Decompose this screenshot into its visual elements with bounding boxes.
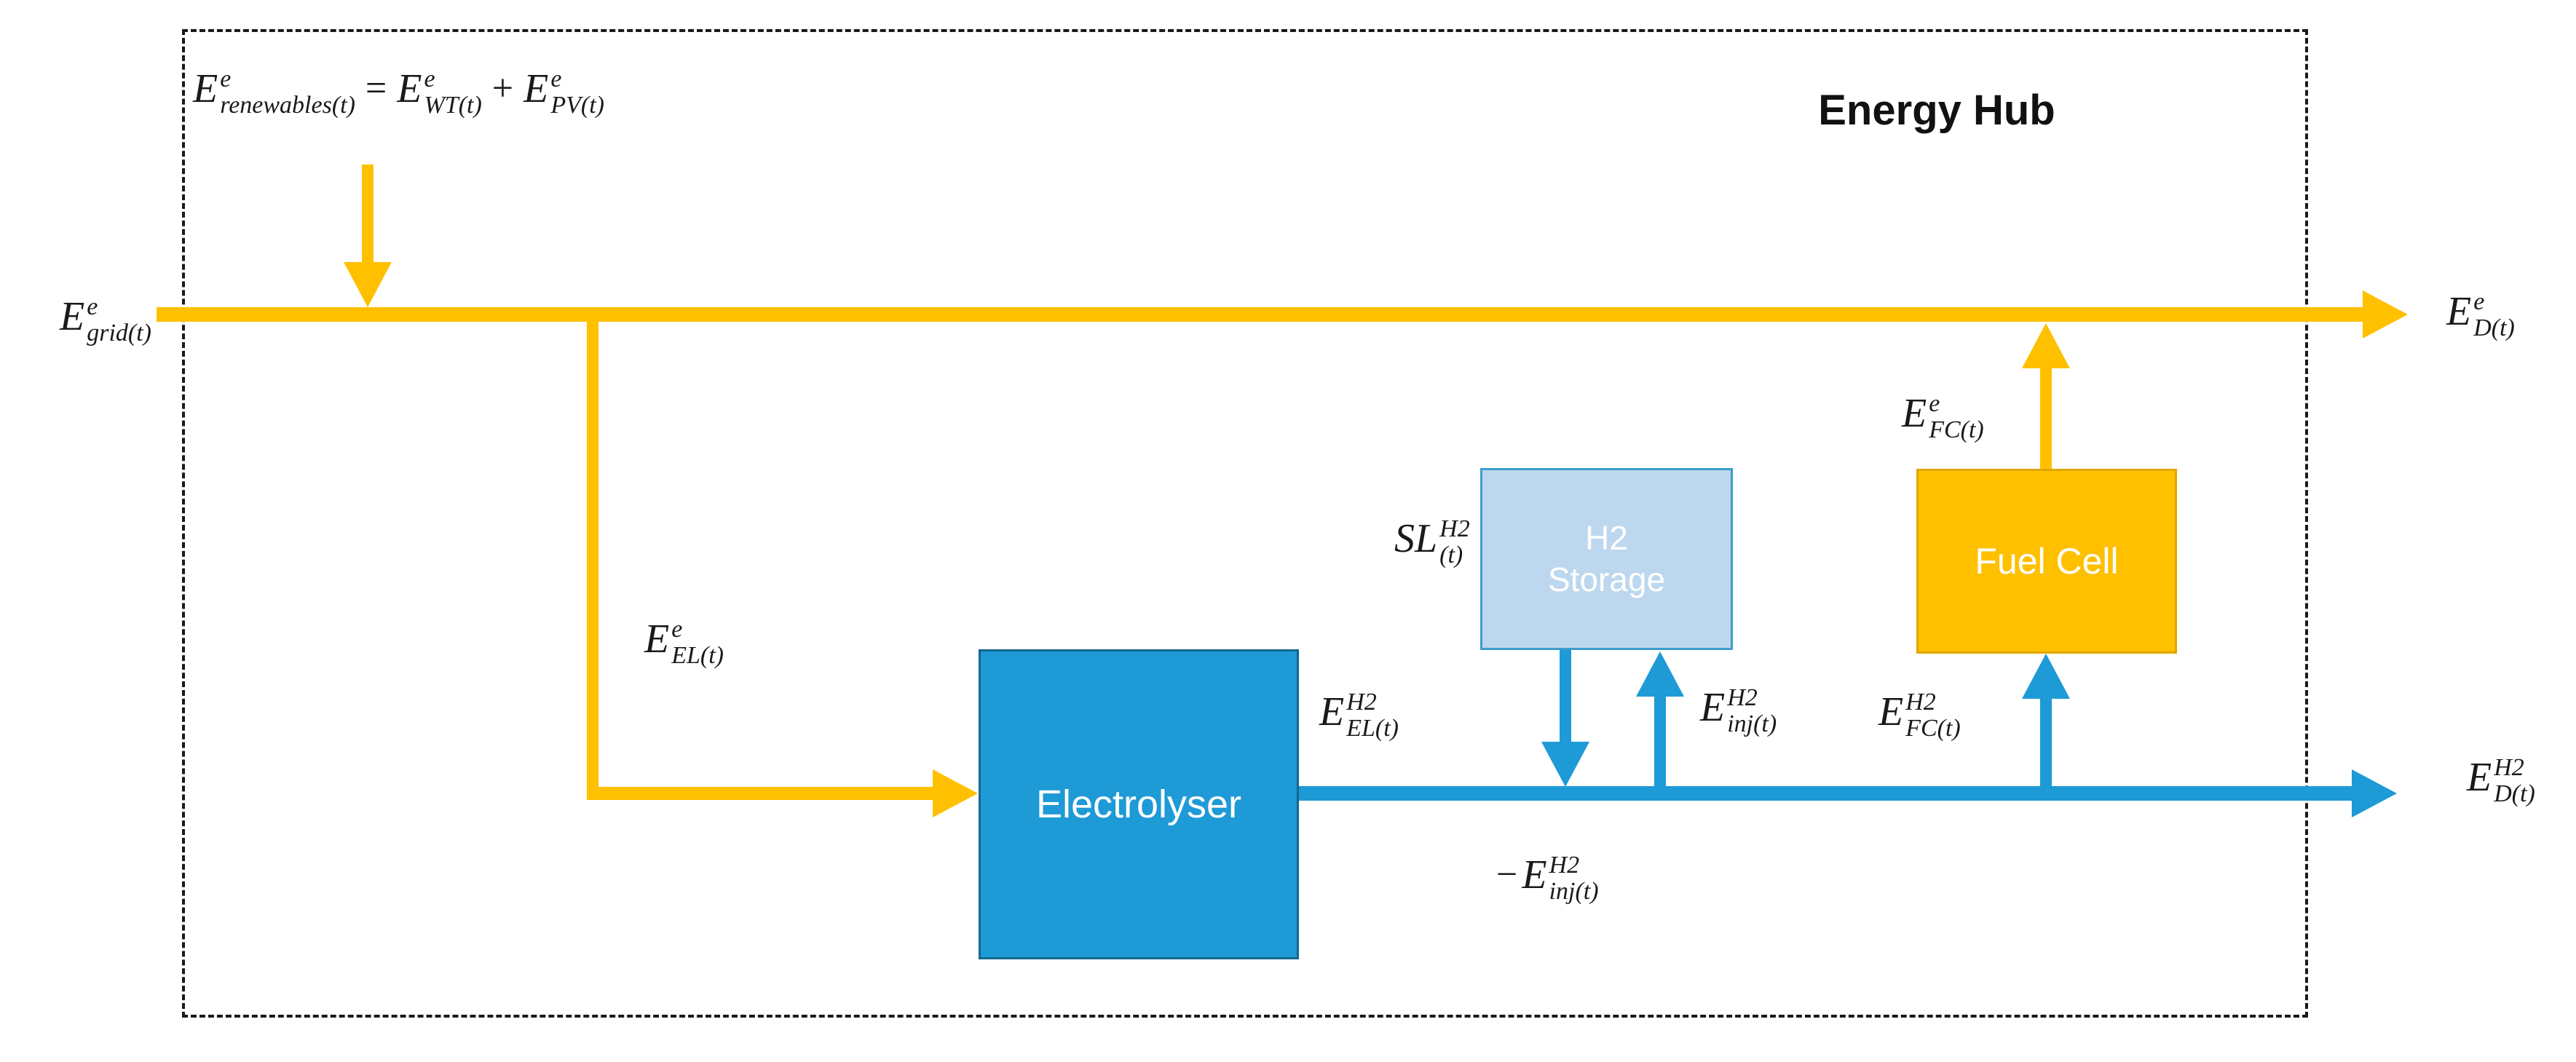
energy-hub-boundary [182, 29, 2308, 1018]
fuel-cell-h2-line [2040, 697, 2052, 786]
storage-charge-line [1654, 695, 1666, 788]
fuel-cell-h2-arrowhead [2022, 654, 2070, 699]
fuel-cell-box: Fuel Cell [1916, 469, 2177, 654]
storage-charge-arrowhead [1636, 651, 1684, 697]
h2-storage-box: H2 Storage [1480, 468, 1733, 650]
h2-storage-label: H2 Storage [1547, 518, 1666, 599]
grid-bus-arrowhead [2363, 290, 2408, 338]
renewables-arrowhead [344, 262, 392, 307]
storage-discharge-line [1560, 650, 1571, 743]
grid-bus-line [157, 307, 2363, 322]
fuel-cell-electric-arrowhead [2022, 323, 2070, 368]
electrolyser-feed-vertical [587, 322, 598, 800]
electrolyser-label: Electrolyser [1035, 782, 1242, 826]
electrolyser-feed-arrowhead [933, 769, 978, 817]
diagram-title: Energy Hub [1818, 87, 2055, 134]
electrolyser-box: Electrolyser [979, 649, 1299, 959]
electrolyser-feed-horizontal [587, 787, 933, 800]
hydrogen-bus-line [1299, 786, 2352, 801]
fuel-cell-label: Fuel Cell [1975, 541, 2119, 582]
fuel-cell-electric-line [2040, 367, 2052, 469]
storage-discharge-arrowhead [1541, 742, 1589, 787]
renewables-arrow-line [362, 165, 374, 263]
hydrogen-bus-arrowhead [2352, 769, 2397, 817]
